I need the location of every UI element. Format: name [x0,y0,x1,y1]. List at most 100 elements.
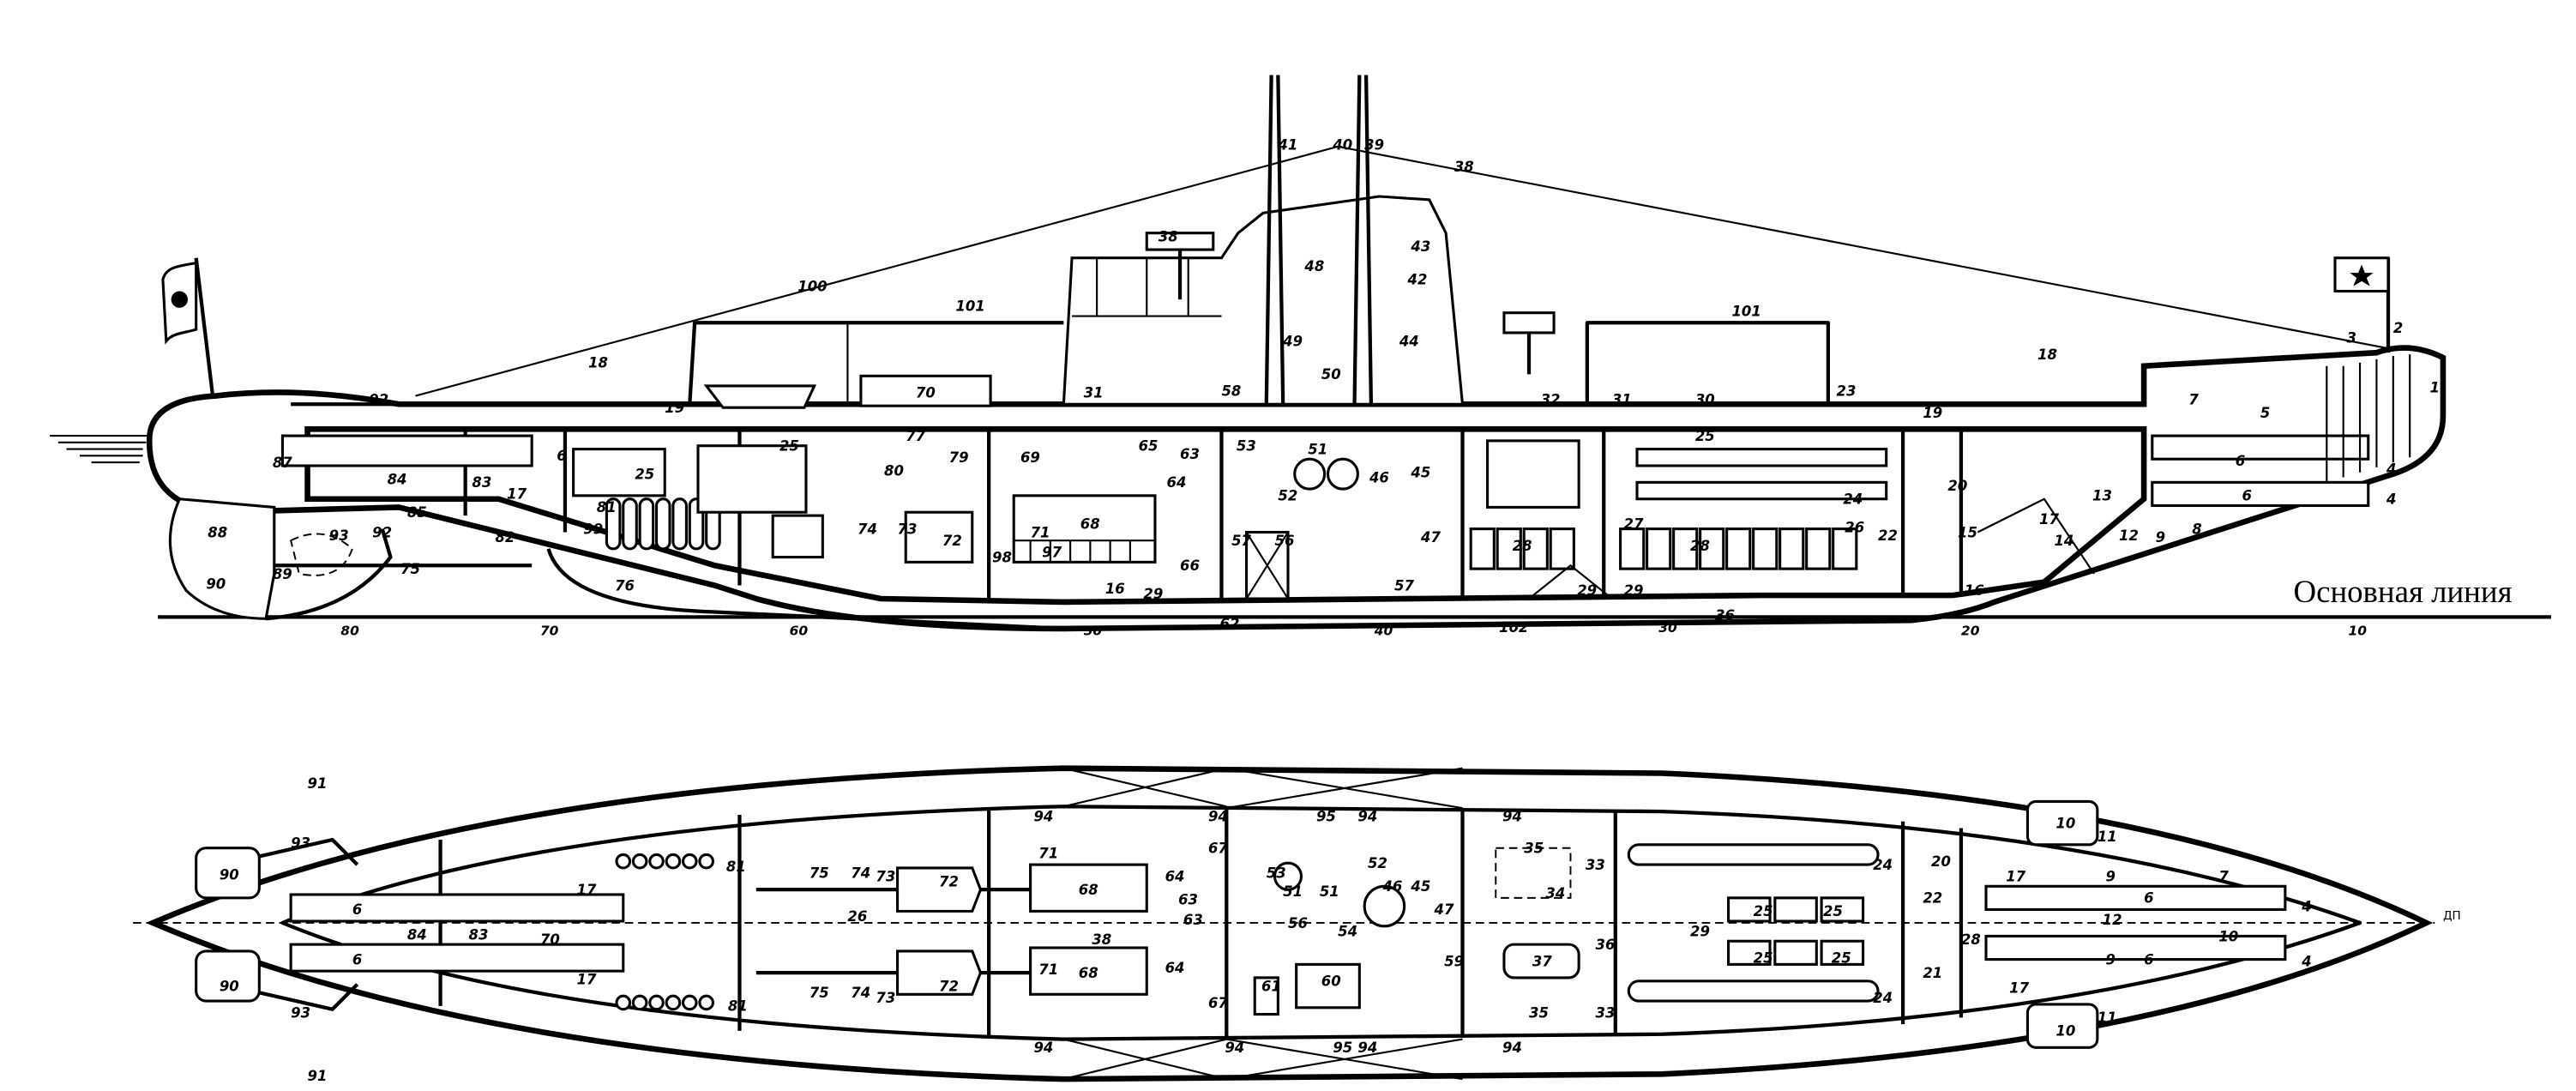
side-view-callout: 3 [2347,330,2356,347]
side-view-callout: 92 [372,524,392,540]
plan-view-callout: 67 [1208,995,1228,1011]
plan-view-callout: 52 [1368,855,1387,871]
side-view-callout: 48 [1303,258,1324,274]
side-view-callout: 9 [2156,529,2165,546]
plan-view-callout: 17 [2006,868,2025,884]
side-view-callout: 23 [1837,383,1857,400]
side-view-callout: 77 [906,428,925,444]
plan-view-callout: 29 [1690,923,1710,939]
plan-view-callout: 17 [2009,979,2029,996]
plan-view-callout: 84 [407,926,427,943]
side-view-callout: 43 [1410,238,1430,255]
side-view-callout: 7 [2188,391,2199,407]
plan-view-callout: 6 [352,951,362,967]
side-view-callout: 25 [1695,428,1715,444]
periscopes [1264,75,1374,405]
plan-view-callout: 73 [876,990,895,1006]
plan-view-callout: 28 [1961,931,1981,948]
frame-tick-label: 60 [790,624,809,639]
side-view-callout: 42 [1407,272,1428,288]
side-view-callout: 28 [1690,538,1710,554]
side-view-callout: 15 [1958,524,1977,540]
side-view-callout: 69 [1020,449,1040,466]
rudder [168,497,276,620]
plan-view-callout: 11 [2098,1010,2117,1026]
side-view-callout: 71 [1031,524,1050,540]
stern-flag-icon [161,257,215,396]
conning-tower [1062,195,1465,406]
side-view-callout: 99 [583,521,603,537]
plan-view-callout: 17 [577,882,597,898]
side-view-callout: 63 [1180,446,1200,462]
side-view-callout: 31 [1612,391,1632,407]
side-view-callout: 18 [2037,347,2057,363]
side-view-callout: 17 [507,486,527,503]
plan-view-callout: 35 [1524,841,1544,857]
side-view-callout: 81 [597,499,617,515]
plan-view-callout: 37 [1532,953,1552,969]
plan-view-callout: 33 [1596,1004,1616,1021]
plan-view-callout: 7 [2218,868,2229,884]
plan-view-callout: 36 [1596,937,1616,953]
side-view-callout: 56 [1274,533,1294,549]
plan-view-callout: 71 [1038,845,1058,861]
side-view-callout: 2 [2393,320,2403,336]
side-view-callout: 32 [1541,391,1561,407]
side-view-callout: 62 [1220,616,1240,632]
side-view-callout: 40 [1332,137,1352,154]
plan-view-callout: 83 [469,926,489,943]
side-view-callout: 29 [1143,586,1163,602]
plan-view-callout: 74 [851,985,870,1001]
frame-tick-label: 20 [1961,624,1980,639]
plan-view-callout: 68 [1079,965,1098,981]
side-view-callout: 100 [797,278,827,294]
side-view-callout: 68 [1080,516,1100,533]
side-view-callout: 66 [1180,558,1200,574]
plan-view-callout: 10 [2055,815,2075,831]
plan-view-callout: 81 [726,859,746,875]
side-view-callout: 6 [2236,453,2245,469]
plan-view-callout: 20 [1931,853,1951,870]
plan-view-callout: 4 [2301,898,2311,914]
plan-view-callout: 25 [1823,903,1843,919]
plan-view-callout: 75 [810,865,829,882]
side-view-callout: 5 [2260,405,2270,421]
plan-view-callout: 9 [2106,951,2116,967]
plan-view-callout: 72 [939,978,959,994]
side-view-callout: 92 [369,391,388,407]
side-view-callout: 6 [557,448,566,464]
side-view-callout: 16 [1965,582,1984,599]
side-view-callout: 45 [1410,465,1430,481]
plan-view-callout: 46 [1381,878,1402,895]
plan-view-callout: 56 [1288,915,1308,931]
frame-tick-label: 80 [340,624,359,639]
side-view-callout: 89 [273,566,292,582]
side-view-callout: 73 [898,521,918,537]
plan-view-callout: 54 [1338,923,1357,939]
side-view-callout: 16 [1105,581,1125,597]
side-view-callout: 98 [992,549,1012,565]
plan-view-callout: 93 [291,1004,310,1021]
side-view-callout: 44 [1399,333,1419,349]
plan-view-callout: 91 [308,1068,328,1084]
side-view-callout: 50 [1321,366,1341,383]
plan-view-callout: 51 [1283,883,1303,900]
plan-view-callout: 9 [2106,868,2116,884]
plan-view-callout: 33 [1586,857,1605,873]
outer-hull [147,345,2447,632]
jumping-wire [415,145,2394,397]
side-view-callout: 51 [1308,441,1327,457]
side-view-callout: 57 [1231,533,1251,549]
plan-view-callout: 64 [1165,960,1185,976]
plan-view-callout: 24 [1873,857,1893,873]
side-view-callout: 41 [1277,137,1297,154]
side-view-callout: 27 [1623,516,1643,533]
plan-view-callout: 91 [308,775,328,792]
plan-view-callout: 94 [1502,809,1522,825]
plan-view-callout: 94 [1225,1040,1244,1056]
side-view-callout: 25 [779,438,799,455]
side-view-callout: 52 [1278,488,1297,504]
bow-flag-icon [2333,256,2391,353]
side-view-callout: 25 [635,466,654,482]
side-view-callout: 18 [588,355,608,371]
